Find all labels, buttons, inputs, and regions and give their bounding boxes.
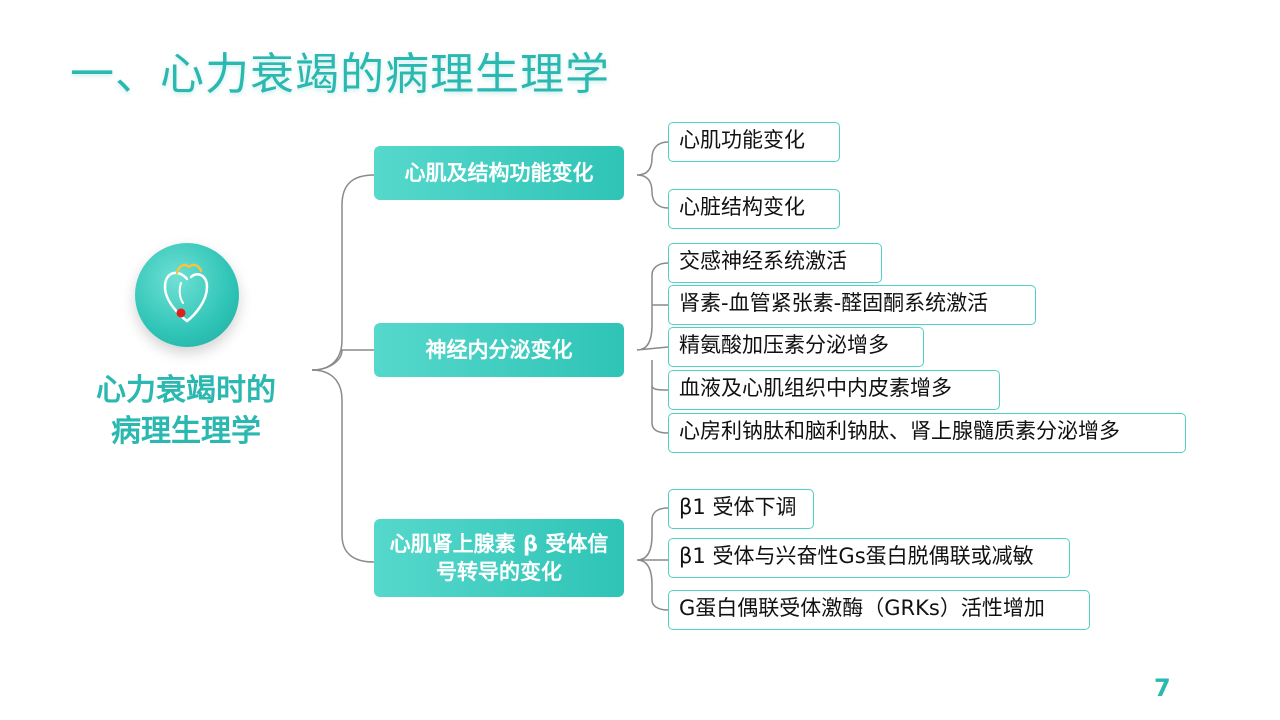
branch3-connector <box>636 507 669 611</box>
leaf-label: β1 受体与兴奋性Gs蛋白脱偶联或减敏 <box>679 544 1034 568</box>
leaf-label: 精氨酸加压素分泌增多 <box>679 333 889 357</box>
leaf-label: β1 受体下调 <box>679 495 797 519</box>
leaf-label: 心房利钠肽和脑利钠肽、肾上腺髓质素分泌增多 <box>679 419 1120 443</box>
leaf-cardiac-structure: 心脏结构变化 <box>668 189 840 229</box>
root-connector <box>311 174 375 371</box>
branch-neuroendocrine: 神经内分泌变化 <box>374 323 624 377</box>
leaf-label: 交感神经系统激活 <box>679 249 847 273</box>
leaf-label: G蛋白偶联受体激酶（GRKs）活性增加 <box>679 596 1045 620</box>
branch-label: 神经内分泌变化 <box>425 338 573 362</box>
branch-myocardial-structure: 心肌及结构功能变化 <box>374 146 624 200</box>
leaf-avp: 精氨酸加压素分泌增多 <box>668 327 924 367</box>
leaf-label: 肾素-血管紧张素-醛固酮系统激活 <box>679 291 989 315</box>
heart-icon <box>163 263 209 323</box>
leaf-raas: 肾素-血管紧张素-醛固酮系统激活 <box>668 285 1036 325</box>
heart-badge <box>135 243 239 347</box>
page-number: 7 <box>1154 674 1171 702</box>
leaf-beta1-gs-uncoupling: β1 受体与兴奋性Gs蛋白脱偶联或减敏 <box>668 538 1070 578</box>
page-title: 一、心力衰竭的病理生理学 <box>70 49 610 100</box>
branch-beta-receptor: 心肌肾上腺素 β 受体信号转导的变化 <box>374 519 624 597</box>
branch1-connector <box>636 141 669 209</box>
branch-label: 心肌及结构功能变化 <box>404 161 594 185</box>
leaf-myocardial-function: 心肌功能变化 <box>668 122 840 162</box>
leaf-beta1-downregulation: β1 受体下调 <box>668 489 814 529</box>
branch-label: 心肌肾上腺素 β 受体信号转导的变化 <box>389 532 609 584</box>
leaf-label: 心肌功能变化 <box>679 128 805 152</box>
root-label: 心力衰竭时的病理生理学 <box>96 373 276 449</box>
leaf-sympathetic: 交感神经系统激活 <box>668 243 882 283</box>
root-connector-bottom <box>311 369 375 563</box>
root-connector-mid <box>311 349 374 371</box>
leaf-label: 心脏结构变化 <box>679 195 805 219</box>
branch2-connector <box>636 262 669 434</box>
leaf-label: 血液及心肌组织中内皮素增多 <box>679 376 952 400</box>
leaf-natriuretic: 心房利钠肽和脑利钠肽、肾上腺髓质素分泌增多 <box>668 413 1186 453</box>
leaf-grk-activity: G蛋白偶联受体激酶（GRKs）活性增加 <box>668 590 1090 630</box>
leaf-endothelin: 血液及心肌组织中内皮素增多 <box>668 370 1000 410</box>
